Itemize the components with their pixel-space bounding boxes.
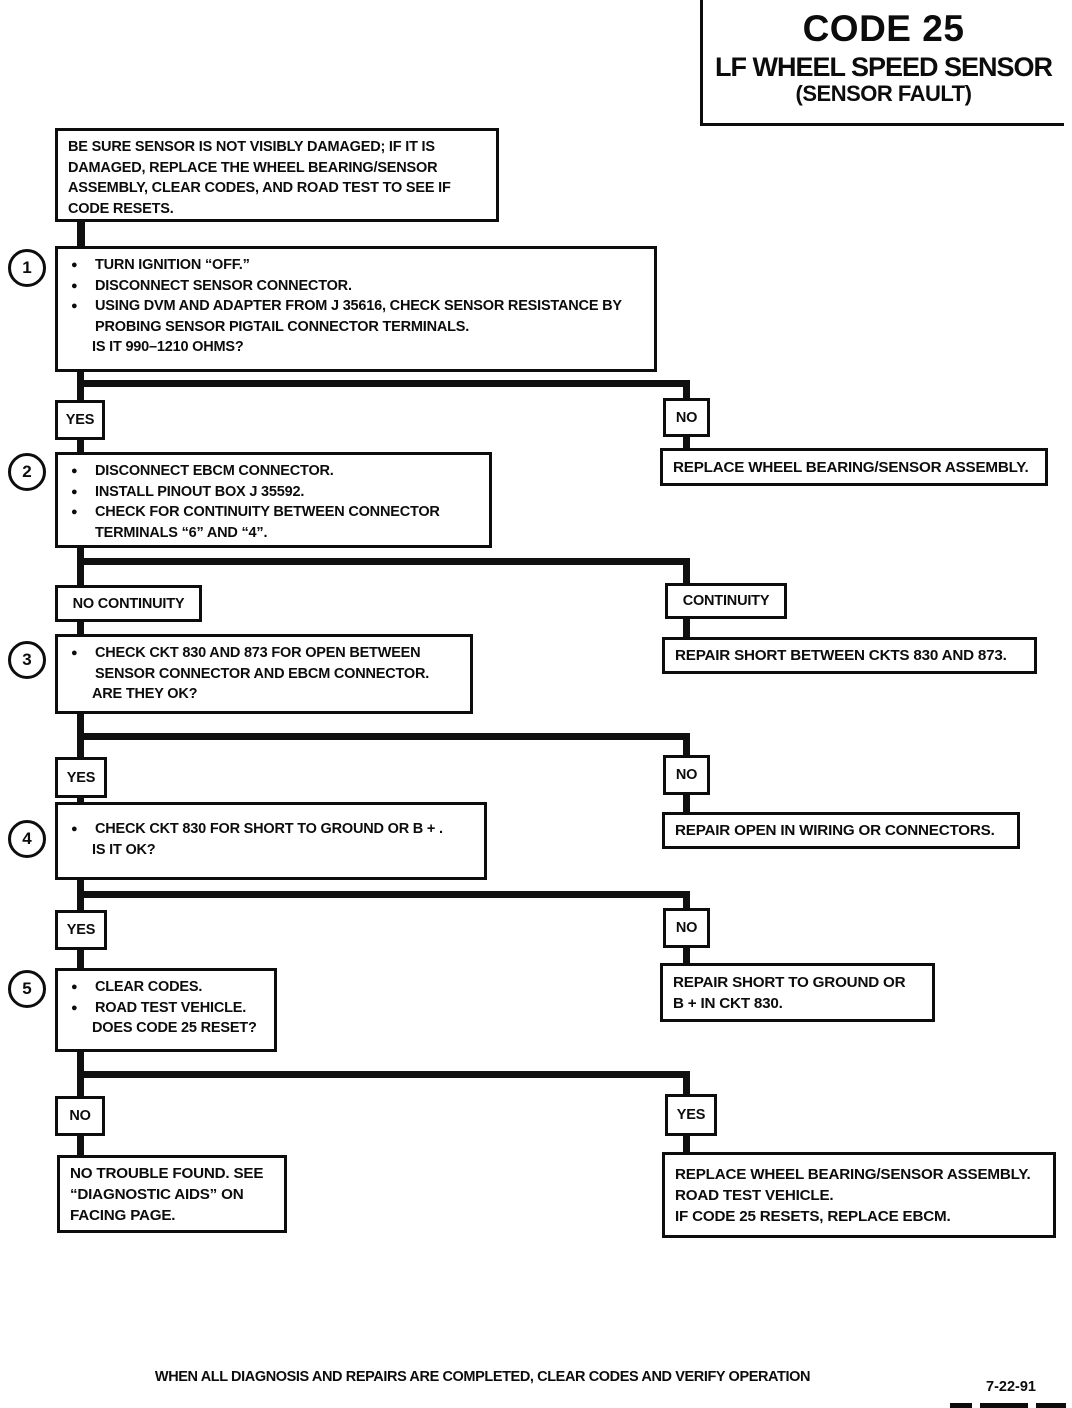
connector: [77, 796, 84, 804]
bullet-icon: ●: [71, 259, 78, 271]
step-4-number: 4: [22, 829, 32, 848]
connector: [77, 950, 84, 968]
list-item: ● CLEAR CODES.: [68, 977, 264, 998]
footer-date: 7-22-91: [986, 1379, 1036, 1395]
advisory-box: BE SURE SENSOR IS NOT VISIBLY DAMAGED; I…: [55, 128, 499, 222]
outcome-replace-assembly: REPLACE WHEEL BEARING/SENSOR ASSEMBLY.: [660, 448, 1048, 486]
footer-note: WHEN ALL DIAGNOSIS AND REPAIRS ARE COMPL…: [154, 1369, 811, 1385]
decision-yes-3: YES: [55, 910, 107, 950]
connector: [683, 1136, 690, 1152]
title-block: CODE 25 LF WHEEL SPEED SENSOR (SENSOR FA…: [700, 0, 1064, 126]
step-2-box: ● DISCONNECT EBCM CONNECTOR. ● INSTALL P…: [55, 452, 492, 548]
connector: [683, 948, 690, 963]
connector: [683, 558, 690, 583]
connector: [77, 558, 690, 565]
decision-no-continuity: NO CONTINUITY: [55, 585, 202, 622]
connector: [683, 1071, 690, 1094]
list-item: ● CHECK FOR CONTINUITY BETWEEN CONNECTOR…: [68, 502, 479, 543]
list-item: ● DISCONNECT SENSOR CONNECTOR.: [68, 276, 644, 297]
connector: [683, 795, 690, 812]
decision-no-4: NO: [55, 1096, 105, 1136]
bullet-icon: ●: [71, 279, 78, 292]
bullet-icon: ●: [71, 647, 78, 659]
step-3-number-circle: 3: [8, 641, 46, 679]
bullet-icon: ●: [71, 465, 78, 477]
step-2-number-circle: 2: [8, 453, 46, 491]
step-5-box: ● CLEAR CODES. ● ROAD TEST VEHICLE. DOES…: [55, 968, 277, 1052]
step-1-box: ● TURN IGNITION “OFF.” ● DISCONNECT SENS…: [55, 246, 657, 372]
connector: [77, 622, 84, 634]
decision-yes-2: YES: [55, 757, 107, 798]
step-4-number-circle: 4: [8, 820, 46, 858]
bullet-icon: ●: [71, 1001, 78, 1014]
step-1-number: 1: [22, 258, 32, 277]
bullet-icon: ●: [71, 981, 78, 993]
connector: [683, 437, 690, 448]
clipped-doc-number: [980, 1403, 1028, 1408]
step-5-number: 5: [22, 979, 32, 998]
connector: [77, 1136, 84, 1155]
bullet-icon: ●: [71, 823, 78, 835]
connector: [77, 220, 85, 246]
step-4-box: ● CHECK CKT 830 FOR SHORT TO GROUND OR B…: [55, 802, 487, 880]
connector: [683, 733, 690, 755]
list-item: ● DISCONNECT EBCM CONNECTOR.: [68, 461, 479, 482]
clipped-doc-number: [1036, 1403, 1066, 1408]
outcome-no-trouble: NO TROUBLE FOUND. SEE “DIAGNOSTIC AIDS” …: [57, 1155, 287, 1233]
connector: [683, 619, 690, 638]
list-item: ● TURN IGNITION “OFF.”: [68, 255, 644, 276]
clipped-doc-number: [950, 1403, 972, 1408]
list-item: ● ROAD TEST VEHICLE.: [68, 998, 264, 1019]
decision-yes-4: YES: [665, 1094, 717, 1136]
connector: [77, 548, 84, 585]
decision-no-3: NO: [663, 908, 710, 948]
step-3-number: 3: [22, 650, 32, 669]
list-item: ● CHECK CKT 830 FOR SHORT TO GROUND OR B…: [68, 819, 474, 840]
page-subtitle: LF WHEEL SPEED SENSOR: [714, 52, 1053, 82]
step-3-box: ● CHECK CKT 830 AND 873 FOR OPEN BETWEEN…: [55, 634, 473, 714]
page-subtitle-2: (SENSOR FAULT): [795, 81, 972, 106]
bullet-icon: ●: [71, 300, 78, 312]
bullet-icon: ●: [71, 506, 78, 518]
connector: [77, 380, 690, 387]
list-item: ● INSTALL PINOUT BOX J 35592.: [68, 482, 479, 503]
step-4-question: IS IT OK?: [92, 841, 156, 858]
connector: [77, 733, 690, 740]
outcome-final-replace: REPLACE WHEEL BEARING/SENSOR ASSEMBLY. R…: [662, 1152, 1056, 1238]
connector: [77, 440, 84, 452]
connector: [683, 380, 690, 398]
connector: [77, 891, 690, 898]
step-5-number-circle: 5: [8, 970, 46, 1008]
outcome-repair-short-ground: REPAIR SHORT TO GROUND OR B + IN CKT 830…: [660, 963, 935, 1022]
decision-no-2: NO: [663, 755, 710, 795]
bullet-icon: ●: [71, 485, 78, 498]
step-2-number: 2: [22, 462, 32, 481]
step-5-question: DOES CODE 25 RESET?: [92, 1020, 257, 1036]
outcome-repair-open: REPAIR OPEN IN WIRING OR CONNECTORS.: [662, 812, 1020, 849]
decision-yes-1: YES: [55, 400, 105, 440]
outcome-repair-short-ckts: REPAIR SHORT BETWEEN CKTS 830 AND 873.: [662, 637, 1037, 674]
connector: [683, 891, 690, 908]
list-item: ● USING DVM AND ADAPTER FROM J 35616, CH…: [68, 296, 644, 337]
advisory-text: BE SURE SENSOR IS NOT VISIBLY DAMAGED; I…: [68, 139, 451, 217]
page-title: CODE 25: [802, 8, 965, 49]
step-3-question: ARE THEY OK?: [92, 686, 198, 702]
list-item: ● CHECK CKT 830 AND 873 FOR OPEN BETWEEN…: [68, 643, 460, 684]
connector: [77, 1071, 690, 1078]
step-1-number-circle: 1: [8, 249, 46, 287]
step-1-question: IS IT 990–1210 OHMS?: [92, 339, 244, 355]
decision-no-1: NO: [663, 398, 710, 437]
decision-continuity: CONTINUITY: [665, 583, 787, 619]
